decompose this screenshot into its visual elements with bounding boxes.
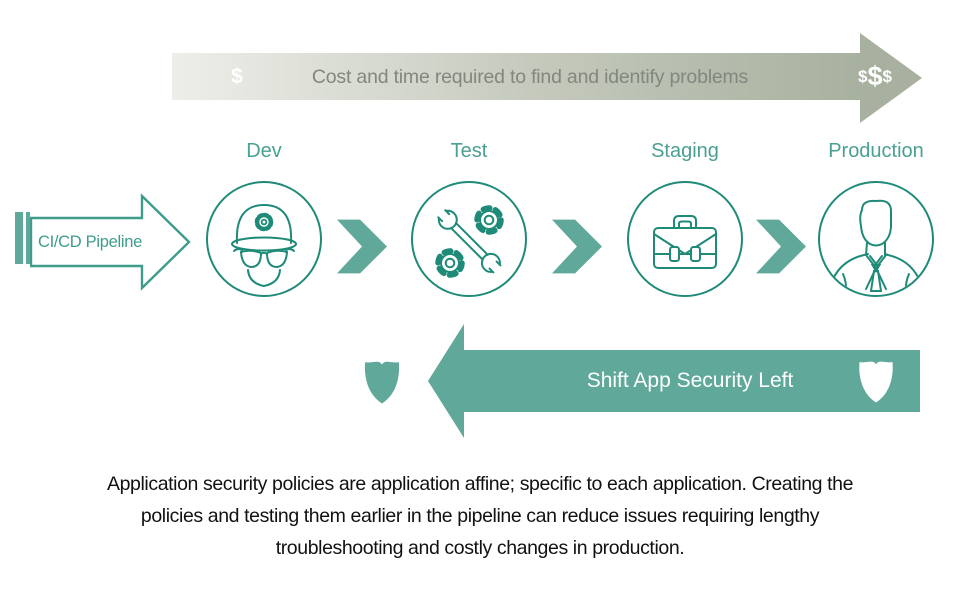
stage-label-dev: Dev (246, 140, 282, 162)
chevron-right-icon (552, 219, 602, 274)
cost-arrow-body (172, 53, 860, 100)
chevron-right-icon (756, 219, 806, 274)
cost-arrow-head (860, 33, 922, 123)
dollar-sign: $ (867, 61, 883, 91)
shield-icon (364, 361, 400, 404)
caption-line: policies and testing them earlier in the… (140, 505, 820, 527)
dollar-signs-high: $ $ $ (843, 53, 907, 100)
shield-icon (859, 361, 893, 403)
caption-text: Application security policies are applic… (25, 468, 935, 564)
briefcase-icon (625, 179, 745, 299)
cicd-pipeline-label: CI/CD Pipeline (37, 233, 142, 251)
caption-line: troubleshooting and costly changes in pr… (275, 537, 685, 559)
stage-label-production: Production (828, 140, 924, 162)
businessman-icon (816, 179, 936, 299)
pipeline-start-bar (15, 212, 23, 264)
shift-left-arrow (428, 324, 920, 438)
dollar-sign: $ (882, 66, 892, 86)
cost-arrow-label: Cost and time required to find and ident… (311, 66, 749, 88)
dollar-sign-low: $ (231, 65, 243, 88)
chevron-right-icon (337, 219, 387, 274)
caption-line: Application security policies are applic… (106, 473, 854, 495)
tools-icon (409, 179, 529, 299)
stage-label-test: Test (450, 140, 488, 162)
cicd-arrow-outline (30, 193, 191, 291)
stage-label-staging: Staging (651, 140, 719, 162)
dollar-sign: $ (858, 66, 868, 86)
pipeline-start-bar (26, 212, 30, 264)
engineer-icon (204, 179, 324, 299)
shift-left-label: Shift App Security Left (586, 369, 794, 392)
